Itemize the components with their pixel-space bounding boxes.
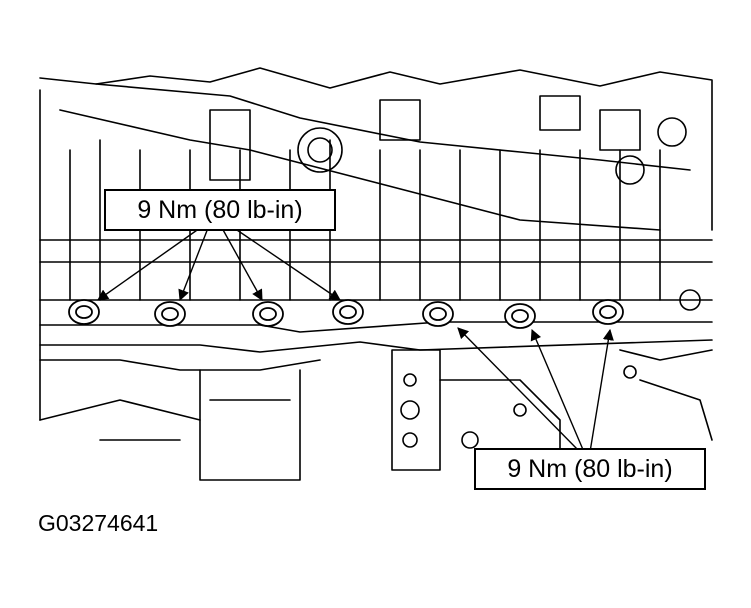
casting-top-outline	[39, 67, 713, 231]
torque-callout-lower: 9 Nm (80 lb-in)	[474, 448, 706, 490]
bolt-7	[592, 299, 624, 325]
bolt-3	[252, 301, 284, 327]
leader-line-4	[233, 227, 341, 301]
leader-line-5	[457, 327, 581, 453]
diagonal-rib	[95, 83, 691, 171]
leader-line-1	[97, 227, 201, 301]
bolt-5	[422, 301, 454, 327]
bolt-2	[154, 301, 186, 327]
bolt-6	[504, 303, 536, 329]
leader-line-7	[589, 328, 614, 453]
large-bolt-head	[297, 127, 343, 173]
leader-line-3	[221, 227, 263, 301]
bolt-4	[332, 299, 364, 325]
leader-line-2	[178, 227, 209, 302]
leader-line-6	[530, 328, 585, 453]
bolt-1	[68, 299, 100, 325]
torque-callout-upper: 9 Nm (80 lb-in)	[104, 189, 336, 231]
figure-id: G03274641	[38, 510, 159, 536]
